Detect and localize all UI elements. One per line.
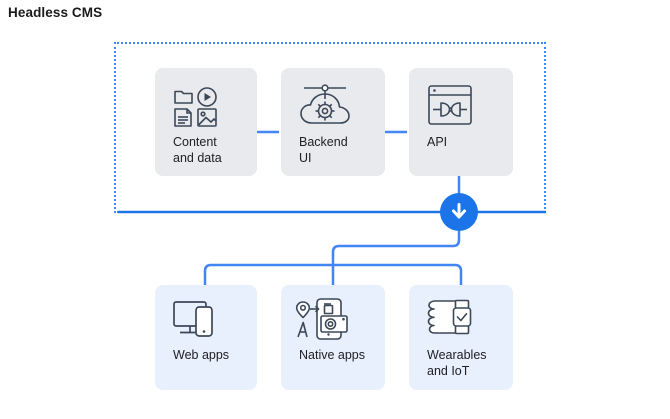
card-label-wearables-and-iot: Wearables and IoT [427,348,487,378]
hand-smartwatch-icon [423,297,477,346]
card-wearables-and-iot[interactable]: Wearables and IoT [409,285,513,390]
card-backend-ui[interactable]: Backend UI [281,68,385,176]
card-label-native-apps: Native apps [299,348,366,362]
page-title: Headless CMS [8,5,103,20]
card-label-api: API [427,135,448,149]
card-api[interactable]: API [409,68,513,176]
card-label-web-apps: Web apps [173,348,230,362]
card-native-apps[interactable]: Native apps [281,285,385,390]
card-web-apps[interactable]: Web apps [155,285,257,390]
monitor-phone-icon [171,297,225,346]
phone-camera-location-icon [295,296,353,347]
card-content-and-data[interactable]: Content and data [155,68,257,176]
cloud-gear-icon [297,82,353,133]
api-plug-window-icon [425,82,475,133]
card-label-content-and-data: Content and data [173,135,222,165]
card-label-backend-ui: Backend UI [299,135,348,165]
content-media-icon [173,84,221,133]
download-arrow-icon [440,193,478,231]
